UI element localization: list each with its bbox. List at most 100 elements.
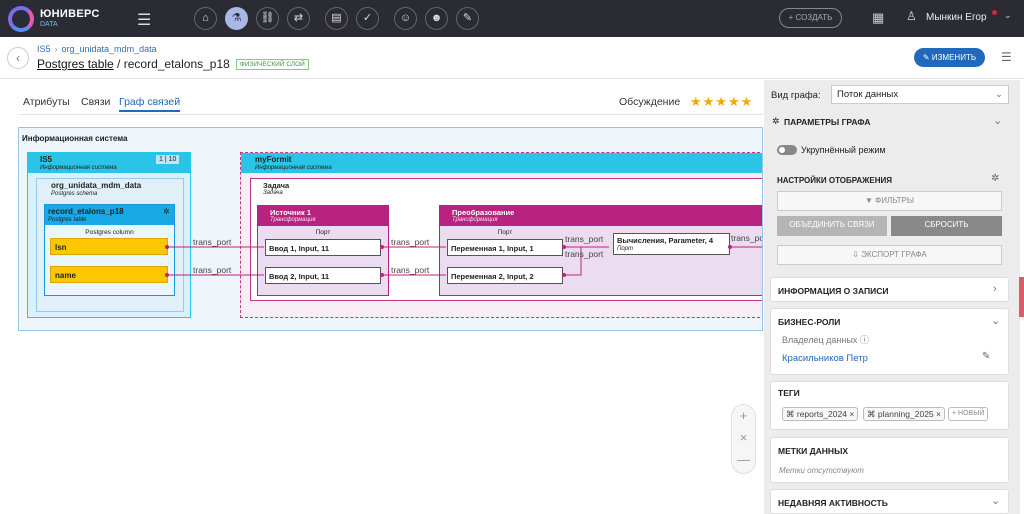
new-tag-button[interactable]: + НОВЫЙ xyxy=(948,407,989,421)
export-graph-button[interactable]: ⇩ ЭКСПОРТ ГРАФА xyxy=(777,245,1002,265)
node-title: Вычисления, Parameter, 4 xyxy=(617,236,714,245)
node-header xyxy=(28,153,190,173)
node-header xyxy=(45,205,174,225)
data-labels-title: МЕТКИ ДАННЫХ xyxy=(778,446,849,456)
chevron-down-icon[interactable]: ⌄ xyxy=(1004,10,1012,20)
node-subtitle: Postgres schema xyxy=(51,191,98,197)
tags-card: ТЕГИ xyxy=(770,381,1009,430)
tab-links[interactable]: Связи xyxy=(81,96,111,108)
edit-button[interactable]: ✎ ИЗМЕНИТЬ xyxy=(914,48,985,67)
user-name[interactable]: Мынкин Егор xyxy=(926,12,987,23)
exchange-icon[interactable]: ⇄ xyxy=(287,7,310,30)
close-icon[interactable]: × xyxy=(936,409,941,419)
tab-attributes[interactable]: Атрибуты xyxy=(23,96,70,108)
node-title: Источник 1 xyxy=(270,208,312,217)
breadcrumb: IS5›org_unidata_mdm_data xyxy=(37,44,157,54)
owner-name[interactable]: Красильников Петр xyxy=(782,353,868,364)
edge-dot xyxy=(380,245,384,249)
filters-label: ФИЛЬТРЫ xyxy=(875,196,914,205)
node-subtitle: Порт xyxy=(617,246,634,252)
gear-icon[interactable]: ✲ xyxy=(163,207,170,216)
edge-dot xyxy=(728,245,732,249)
link-icon[interactable]: ⛓ xyxy=(256,7,279,30)
edge-label: trans_port xyxy=(193,265,232,275)
compact-mode-toggle[interactable] xyxy=(777,145,797,155)
view-select[interactable]: Поток данных⌄ xyxy=(831,85,1009,104)
node-title: myFormit xyxy=(255,155,292,164)
labels-empty: Метки отсутствуют xyxy=(779,466,864,475)
node-schema[interactable]: org_unidata_mdm_data Postgres schema rec… xyxy=(36,178,184,312)
back-button[interactable]: ‹ xyxy=(7,47,29,69)
breadcrumb-item[interactable]: org_unidata_mdm_data xyxy=(61,44,157,54)
node-title: IS5 xyxy=(40,155,53,164)
params-title[interactable]: ПАРАМЕТРЫ ГРАФА xyxy=(784,117,871,127)
node-transform[interactable]: Преобразование Трансформация Порт Переме… xyxy=(439,205,762,296)
person-icon[interactable]: ☺ xyxy=(394,7,417,30)
edge-dot xyxy=(165,273,169,277)
zoom-reset-button[interactable]: × xyxy=(739,430,748,445)
node-calc[interactable]: Вычисления, Parameter, 4 Порт xyxy=(613,233,730,255)
tabs-divider xyxy=(18,114,763,115)
document-icon[interactable]: ▤ xyxy=(325,7,348,30)
scrollbar-thumb[interactable] xyxy=(1019,277,1024,317)
merge-links-button[interactable]: ОБЪЕДИНИТЬ СВЯЗИ xyxy=(777,216,887,236)
brand-sub: DATA xyxy=(40,21,58,28)
person-check-icon[interactable]: ☻ xyxy=(425,7,448,30)
graph-root-title: Информационная система xyxy=(22,134,128,143)
rating-stars[interactable]: ★★★★★ xyxy=(690,94,754,109)
create-button[interactable]: + СОЗДАТЬ xyxy=(779,8,842,28)
zoom-in-button[interactable]: + xyxy=(739,408,748,423)
graph-canvas[interactable]: Информационная система IS5 Информационна… xyxy=(18,127,763,331)
model-icon[interactable]: ⚗ xyxy=(225,7,248,30)
check-icon[interactable]: ✓ xyxy=(356,7,379,30)
node-task[interactable]: Задача Задача Источник 1 Трансформация П… xyxy=(250,178,762,301)
record-info-title: ИНФОРМАЦИЯ О ЗАПИСИ xyxy=(778,286,889,296)
chevron-down-icon[interactable]: ⌄ xyxy=(993,115,1003,127)
tag-item[interactable]: ⌘ reports_2024 × xyxy=(782,407,859,421)
node-table[interactable]: record_etalons_p18 Postgres table ✲ Post… xyxy=(44,204,175,296)
reset-button[interactable]: СБРОСИТЬ xyxy=(891,216,1002,236)
edit-icon[interactable]: ✎ xyxy=(982,351,991,362)
node-is5[interactable]: IS5 Информационная система 1 | 10 org_un… xyxy=(27,152,191,318)
node-header xyxy=(241,153,762,173)
top-bar: ЮНИВЕРС DATA ☰ ⌂ ⚗ ⛓ ⇄ ▤ ✓ ☺ ☻ ✎ + СОЗДА… xyxy=(0,0,1024,37)
discussion-label[interactable]: Обсуждение xyxy=(619,96,681,108)
node-myformit[interactable]: myFormit Информационная система Задача З… xyxy=(240,152,762,318)
zoom-out-button[interactable]: — xyxy=(737,452,750,467)
breadcrumb-separator: › xyxy=(54,44,58,54)
close-icon[interactable]: × xyxy=(849,409,855,419)
menu-icon[interactable]: ☰ xyxy=(137,12,152,29)
tags-title: ТЕГИ xyxy=(778,388,800,398)
owner-label: Владелец данных ⓘ xyxy=(782,333,869,346)
more-menu-icon[interactable]: ☰ xyxy=(1001,50,1012,64)
home-icon[interactable]: ⌂ xyxy=(194,7,217,30)
display-settings-title: НАСТРОЙКИ ОТОБРАЖЕНИЯ xyxy=(777,176,893,185)
recent-activity-card[interactable]: НЕДАВНЯЯ АКТИВНОСТЬ ⌄ xyxy=(770,489,1009,514)
edge-dot xyxy=(165,245,169,249)
calculator-icon[interactable]: ▦ xyxy=(872,10,885,25)
node-subtitle: Трансформация xyxy=(452,217,498,223)
port-header: Порт xyxy=(497,229,513,236)
node-title: record_etalons_p18 xyxy=(48,207,124,216)
help-icon[interactable]: ⓘ xyxy=(859,335,869,345)
edge-label: trans_port xyxy=(731,233,762,243)
app-logo[interactable] xyxy=(8,6,34,32)
data-labels-card: МЕТКИ ДАННЫХ Метки отсутствуют xyxy=(770,437,1009,483)
gear-icon: ✲ xyxy=(772,116,780,126)
wrench-icon[interactable]: ✎ xyxy=(456,7,479,30)
recent-activity-title: НЕДАВНЯЯ АКТИВНОСТЬ xyxy=(778,498,888,508)
settings-icon[interactable]: ✲ xyxy=(991,173,1000,184)
breadcrumb-item[interactable]: IS5 xyxy=(37,44,51,54)
edge-dot xyxy=(562,245,566,249)
filters-button[interactable]: ▼ ФИЛЬТРЫ xyxy=(777,191,1002,211)
tag-item[interactable]: ⌘ planning_2025 × xyxy=(863,407,945,421)
title-link[interactable]: Postgres table xyxy=(37,57,114,71)
node-subtitle: Задача xyxy=(263,190,283,196)
node-source[interactable]: Источник 1 Трансформация Порт Ввод 1, In… xyxy=(257,205,389,296)
record-info-card[interactable]: ИНФОРМАЦИЯ О ЗАПИСИ › xyxy=(770,277,1009,302)
node-subtitle: Информационная система xyxy=(40,165,117,171)
tab-graph[interactable]: Граф связей xyxy=(119,96,181,112)
title-rest: record_etalons_p18 xyxy=(123,57,230,71)
chevron-down-icon[interactable]: ⌄ xyxy=(991,315,1001,327)
owner-label-text: Владелец данных xyxy=(782,335,858,345)
